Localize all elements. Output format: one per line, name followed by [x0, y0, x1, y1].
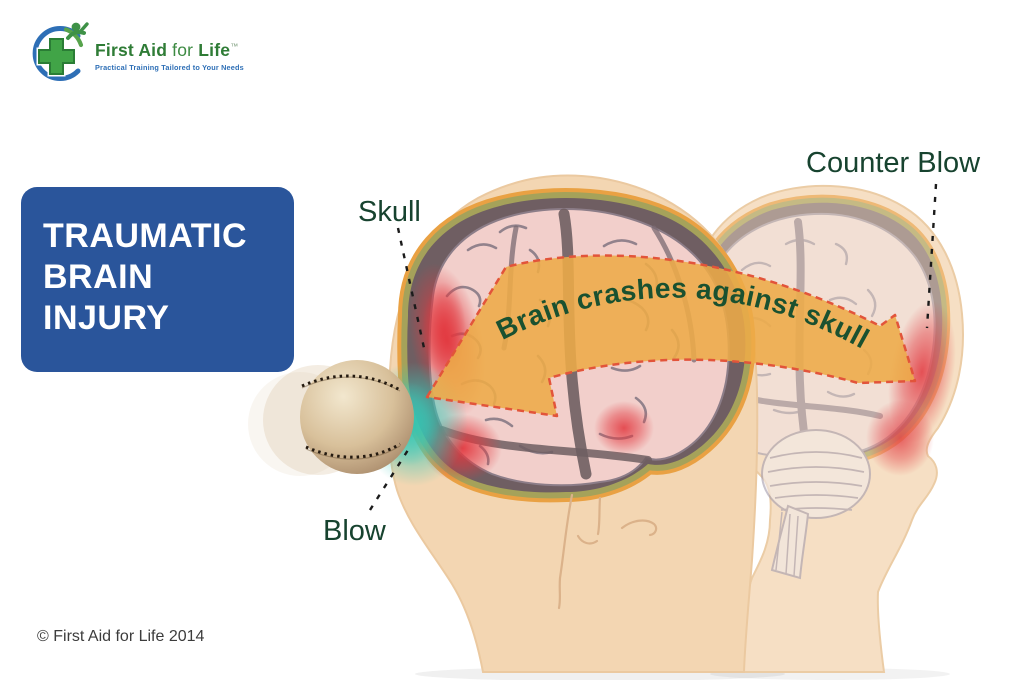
counter-blow-leader-line [925, 183, 938, 329]
curved-motion-arrow [425, 254, 917, 418]
trademark-symbol: ™ [230, 42, 239, 52]
brand-name-regular: for [167, 40, 199, 60]
nose-lines [557, 493, 658, 610]
brand-name-bold-2: Life [198, 40, 231, 60]
copyright-notice: © First Aid for Life 2014 [37, 628, 205, 645]
skull-label: Skull [358, 196, 421, 228]
ghost-cerebellum-folds [767, 451, 865, 511]
logo-person-head [71, 22, 81, 32]
brand-name-bold-1: First Aid [95, 40, 168, 60]
logo-swoosh-green [63, 27, 84, 48]
first-aid-cross-icon [32, 22, 89, 81]
logo-person-body [66, 30, 86, 40]
leader-lines [368, 183, 938, 511]
title-line-1: TRAUMATIC [43, 217, 248, 255]
logo-person-arm [78, 22, 89, 34]
title-line-2: BRAIN [43, 258, 154, 296]
ghost-cerebellum [761, 429, 871, 519]
title-card: TRAUMATIC BRAIN INJURY [21, 187, 294, 372]
brand-logo-text: First Aid for Life™ Practical Training T… [95, 40, 244, 72]
baseball [300, 360, 414, 474]
baseball-icon [248, 360, 414, 476]
green-cross [38, 38, 75, 75]
logo-swoosh-blue [32, 26, 81, 81]
brand-tagline: Practical Training Tailored to Your Need… [95, 63, 244, 72]
ghost-brainstem [770, 504, 810, 580]
blow-label: Blow [323, 515, 387, 547]
brand-name: First Aid for Life™ [95, 40, 244, 61]
title-line-3: INJURY [43, 299, 170, 337]
secondary-impact-zone [594, 401, 654, 455]
counter-blow-label: Counter Blow [806, 147, 981, 179]
